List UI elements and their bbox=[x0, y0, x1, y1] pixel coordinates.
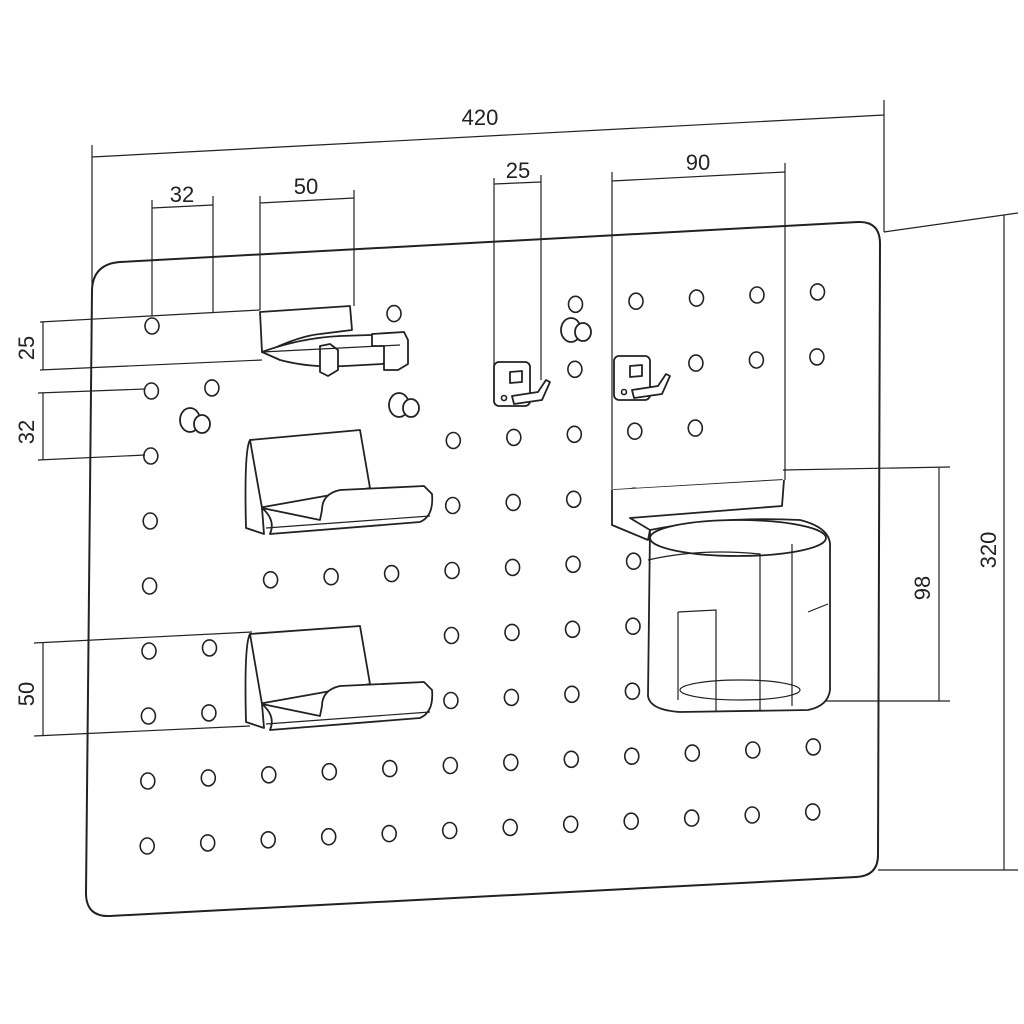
peg-hole-grid bbox=[139, 283, 826, 855]
peg-hole bbox=[688, 289, 705, 307]
peg-hole bbox=[140, 707, 157, 725]
peg-hole bbox=[444, 496, 461, 515]
peg-hole bbox=[503, 688, 520, 707]
peg-hole bbox=[386, 304, 402, 323]
peg-hole bbox=[141, 642, 157, 660]
peg-hole bbox=[744, 806, 761, 824]
peg-middle bbox=[388, 392, 420, 418]
hook-left bbox=[493, 361, 551, 407]
peg-hole bbox=[626, 422, 643, 441]
peg-hole bbox=[502, 818, 519, 837]
dimension-label-32-v: 32 bbox=[14, 420, 39, 444]
peg-hole bbox=[445, 431, 462, 450]
dimension-label-25-w: 25 bbox=[506, 158, 530, 183]
peg-hole bbox=[688, 354, 704, 372]
peg-hole bbox=[565, 490, 582, 509]
phone-holder-lower bbox=[244, 625, 434, 731]
dimension-label-25-h: 25 bbox=[14, 336, 39, 360]
phone-holder-upper bbox=[244, 429, 434, 535]
peg-hole bbox=[201, 639, 218, 657]
peg-hole bbox=[383, 564, 400, 583]
peg-right bbox=[560, 317, 592, 343]
dimension-hole-spacing-horizontal: 32 bbox=[151, 182, 214, 316]
cup-holder-accessory bbox=[611, 479, 831, 713]
peg-hole bbox=[504, 558, 521, 577]
peg-hole bbox=[444, 561, 460, 580]
peg-hole bbox=[201, 704, 217, 722]
peg-hole bbox=[142, 512, 158, 530]
peg-hole bbox=[443, 691, 459, 710]
peg-hole bbox=[262, 570, 279, 589]
peg-hole bbox=[564, 620, 581, 639]
peg-hole bbox=[565, 555, 581, 574]
dimension-label-320: 320 bbox=[976, 532, 1001, 569]
peg-hole bbox=[320, 827, 337, 846]
peg-hole bbox=[744, 741, 761, 759]
peg-hole bbox=[143, 382, 160, 400]
dimension-shelf-width: 50 bbox=[259, 174, 355, 310]
peg-hole bbox=[504, 623, 520, 642]
peg-hole bbox=[505, 428, 522, 447]
peg-hole bbox=[628, 292, 644, 311]
peg-hole bbox=[623, 747, 640, 766]
peg-hole bbox=[749, 286, 765, 304]
dimension-hole-spacing-vertical: 32 bbox=[14, 388, 146, 461]
dimension-cup-width: 90 bbox=[611, 150, 786, 490]
peg-hole bbox=[683, 809, 700, 827]
wire-shelf-accessory bbox=[259, 305, 409, 377]
peg-hole bbox=[502, 753, 519, 772]
peg-hole bbox=[381, 759, 398, 778]
peg-hole bbox=[809, 348, 825, 366]
peg-hole bbox=[442, 756, 459, 775]
peg-hole bbox=[199, 834, 216, 852]
peg-hole bbox=[567, 295, 584, 314]
dimension-label-90: 90 bbox=[686, 150, 710, 175]
peg-hole bbox=[323, 567, 339, 586]
peg-hole bbox=[566, 425, 583, 444]
peg-hole bbox=[260, 830, 277, 849]
dimension-label-50-w: 50 bbox=[294, 174, 318, 199]
peg-hole bbox=[139, 837, 155, 855]
dimension-shelf-height: 25 bbox=[14, 309, 263, 371]
peg-hole bbox=[563, 750, 580, 769]
peg-hole bbox=[625, 617, 641, 636]
peg-hole bbox=[804, 803, 821, 821]
dimension-label-420: 420 bbox=[462, 105, 499, 130]
peg-hole bbox=[443, 626, 460, 645]
peg-hole bbox=[684, 744, 701, 762]
dimension-hook-width: 25 bbox=[493, 158, 542, 380]
peg-hole bbox=[623, 812, 640, 831]
hook-right bbox=[613, 355, 671, 401]
peg-hole bbox=[381, 824, 398, 843]
peg-hole bbox=[441, 821, 458, 840]
dimension-overall-height: 320 bbox=[878, 212, 1019, 871]
peg-hole bbox=[805, 738, 822, 756]
dimension-label-50-h: 50 bbox=[14, 682, 39, 706]
peg-hole bbox=[624, 682, 641, 701]
dimension-label-32-h: 32 bbox=[170, 182, 194, 207]
dimension-label-98: 98 bbox=[910, 576, 935, 600]
peg-hole bbox=[567, 360, 583, 379]
peg-hole bbox=[204, 379, 220, 397]
peg-hole bbox=[687, 419, 704, 437]
peg-hole bbox=[141, 577, 158, 595]
peg-hole bbox=[140, 772, 156, 790]
pegboard-panel bbox=[84, 220, 882, 918]
peg-hole bbox=[564, 685, 580, 704]
peg-hole bbox=[321, 762, 338, 781]
peg-left bbox=[179, 407, 211, 434]
dimension-holder-height: 50 bbox=[14, 631, 253, 737]
peg-hole bbox=[748, 351, 765, 369]
peg-hole bbox=[809, 283, 826, 301]
dimension-cup-height: 98 bbox=[782, 466, 951, 702]
peg-hole bbox=[143, 447, 159, 465]
peg-hole bbox=[505, 493, 522, 512]
peg-hole bbox=[625, 552, 642, 571]
peg-hole bbox=[200, 769, 217, 787]
dimension-overall-width: 420 bbox=[91, 100, 885, 290]
peg-hole bbox=[260, 765, 277, 784]
peg-hole bbox=[562, 815, 579, 834]
peg-hole bbox=[144, 317, 160, 335]
